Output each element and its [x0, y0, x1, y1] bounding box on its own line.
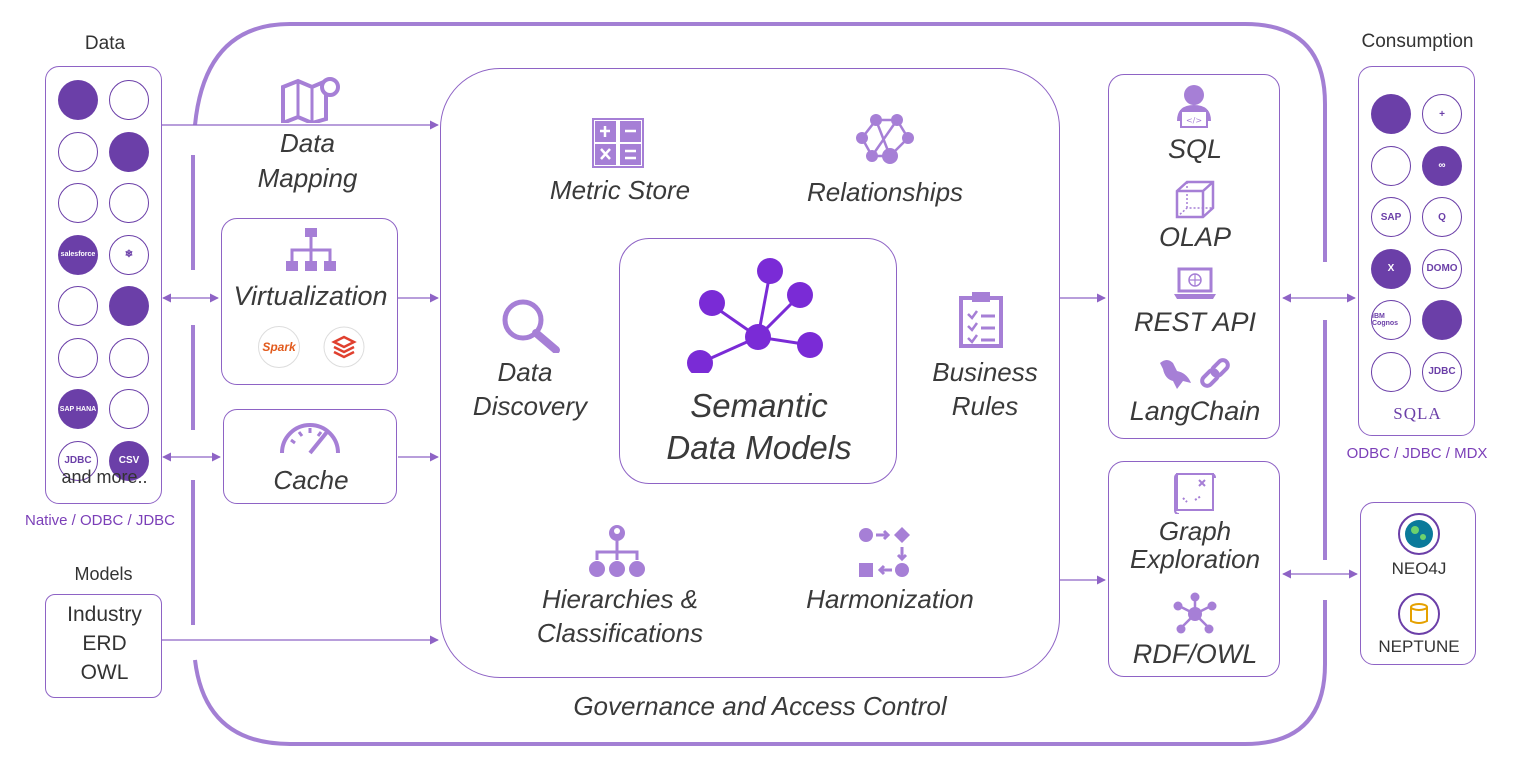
hierarchies-line1: Hierarchies & [541, 584, 699, 614]
azure-data-lake-icon [58, 131, 98, 172]
neptune-icon [1398, 593, 1440, 635]
model-erd: ERD [82, 632, 127, 655]
and-more-label: and more.. [61, 467, 148, 487]
laptop-web-icon [1174, 267, 1216, 299]
neo4j-icon [1398, 513, 1440, 555]
data-discovery-line1: Data [497, 357, 553, 387]
excel-icon: X [1371, 248, 1411, 289]
virtualization-label: Virtualization [233, 281, 388, 311]
model-industry: Industry [67, 603, 142, 626]
redshift-icon [109, 183, 149, 223]
speedometer-icon [280, 423, 340, 455]
data-title: Data [84, 33, 126, 54]
models-panel: Industry ERD OWL [45, 594, 162, 698]
databricks-icon [109, 131, 149, 172]
data-sources-panel: salesforce ❄ SAP HANA JDBC CSV and more.. [45, 66, 162, 504]
data-mapping-line1: Data [280, 128, 335, 158]
jdbc-icon: JDBC [58, 440, 98, 481]
semantic-line2: Data Models [666, 429, 852, 466]
cube-icon [1175, 180, 1215, 219]
dremio-icon [109, 286, 149, 326]
spark-icon: Spark [258, 326, 300, 368]
models-title: Models [74, 564, 133, 584]
semantic-data-models-panel: Semantic Data Models [619, 238, 897, 484]
metric-store-label: Metric Store [549, 175, 691, 205]
snowflake-icon: ❄ [109, 234, 149, 275]
mongodb-icon [109, 389, 149, 429]
sap-icon: SAP [1371, 197, 1411, 237]
web-icon [1371, 351, 1411, 392]
graph-exploration-line1: Graph [1158, 516, 1232, 546]
rdf-owl-label: RDF/OWL [1132, 639, 1258, 669]
langchain-label: LangChain [1129, 396, 1261, 426]
azure-synapse-icon [58, 80, 98, 120]
graph-exploration-line2: Exploration [1129, 544, 1261, 574]
rest-api-label: REST API [1133, 307, 1257, 337]
magnifier-icon [502, 299, 560, 353]
jdbc-icon: JDBC [1422, 351, 1462, 392]
neptune-label: NEPTUNE [1378, 637, 1460, 656]
cache-panel: Cache [223, 409, 397, 504]
cache-label: Cache [273, 465, 349, 495]
sqla-label: SQLA [1393, 404, 1442, 423]
semantic-graph-icon [687, 258, 823, 373]
dynamodb-icon [58, 337, 98, 378]
sql-label: SQL [1167, 134, 1223, 164]
looker-icon [1371, 145, 1411, 186]
business-rules-line2: Rules [951, 391, 1019, 421]
harmonization-icon [859, 527, 910, 577]
olap-label: OLAP [1158, 222, 1232, 252]
treasure-map-icon [1174, 473, 1216, 514]
bigquery-icon [58, 183, 98, 223]
azure-icon [109, 80, 149, 120]
langchain-parrot-icon [1160, 358, 1230, 389]
graph-db-panel: NEO4J NEPTUNE [1360, 502, 1476, 665]
data-mapping-line2: Mapping [257, 163, 358, 193]
sap-hana-icon: SAP HANA [58, 389, 98, 429]
consumption-title: Consumption [1361, 31, 1474, 52]
graph-panel: Graph Exploration RDF/OWL [1108, 461, 1280, 677]
ibm-cognos-icon: IBM Cognos [1371, 300, 1411, 340]
hierarchies-line2: Classifications [536, 618, 704, 648]
csv-icon: CSV [109, 440, 149, 481]
databricks-icon [323, 326, 365, 368]
outer-frame-left-top [193, 22, 291, 126]
network-icon [1173, 592, 1217, 634]
data-protocols-label: Native / ODBC / JDBC [24, 512, 176, 529]
api-panel: </> SQL OLAP REST API LangChain [1108, 74, 1280, 439]
clipboard-icon [959, 292, 1003, 348]
relationships-label: Relationships [806, 177, 964, 207]
power-bi-icon [1371, 94, 1411, 134]
model-owl: OWL [80, 661, 129, 684]
governance-label: Governance and Access Control [573, 691, 947, 721]
salesforce-icon: salesforce [58, 234, 98, 275]
sql-server-icon [58, 286, 98, 326]
developer-icon: </> [1177, 85, 1211, 128]
map-icon [281, 77, 340, 123]
calculator-icon [592, 118, 644, 168]
domo-icon: DOMO [1422, 248, 1462, 289]
relationships-icon [856, 114, 914, 164]
svg-text:</>: </> [1186, 116, 1202, 125]
neo4j-label: NEO4J [1391, 559, 1447, 578]
infinity-icon: ∞ [1422, 145, 1462, 186]
virtualization-panel: Virtualization Spark [221, 218, 398, 385]
business-rules-line1: Business [932, 357, 1038, 387]
tableau-icon: + [1422, 94, 1462, 134]
harmonization-label: Harmonization [806, 584, 974, 614]
postgresql-icon [109, 337, 149, 378]
semantic-line1: Semantic [690, 387, 828, 424]
consumption-protocols-label: ODBC / JDBC / MDX [1346, 445, 1488, 462]
org-chart-icon [589, 525, 645, 577]
python-icon [1422, 300, 1462, 340]
data-discovery-line2: Discovery [472, 391, 588, 421]
hierarchy-tree-icon [286, 228, 336, 271]
qlik-icon: Q [1422, 197, 1462, 237]
outer-frame [193, 22, 1327, 746]
